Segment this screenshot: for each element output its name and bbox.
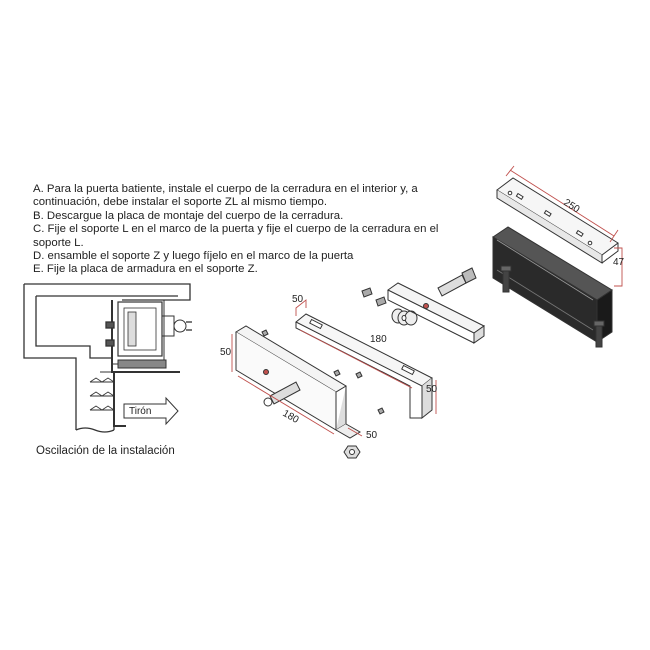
l-bracket-length: 180: [370, 334, 387, 345]
l-bracket-height: 50: [426, 384, 438, 395]
z-bracket: [231, 325, 363, 439]
instruction-list: A. Para la puerta batiente, instale el c…: [33, 183, 463, 277]
z-bracket-bottom: 50: [366, 430, 378, 441]
z-bracket-length: 180: [281, 408, 301, 426]
instruction-line: A. Para la puerta batiente, instale el c…: [33, 183, 418, 195]
l-bracket: [295, 299, 437, 420]
instruction-line: B. Descargue la placa de montaje del cue…: [33, 209, 344, 222]
instruction-line: E. Fije la placa de armadura en el sopor…: [33, 263, 258, 276]
maglock-assembly: [492, 165, 623, 348]
instruction-line: soporte L.: [33, 236, 84, 249]
instruction-line: continuación, debe instalar el soporte Z…: [33, 196, 327, 209]
lock-height-dimension: 47: [613, 257, 625, 268]
pull-label: Tirón: [129, 406, 151, 417]
z-bracket-side: 50: [220, 347, 232, 358]
l-bracket-top-width: 50: [292, 294, 304, 305]
instruction-line: D. ensamble el soporte Z y luego fíjelo …: [33, 250, 354, 263]
instruction-line: C. Fije el soporte L en el marco de la p…: [33, 223, 439, 236]
hardware-parts: [261, 267, 485, 459]
installation-caption: Oscilación de la instalación: [36, 445, 175, 457]
installation-cross-section: [23, 283, 192, 433]
